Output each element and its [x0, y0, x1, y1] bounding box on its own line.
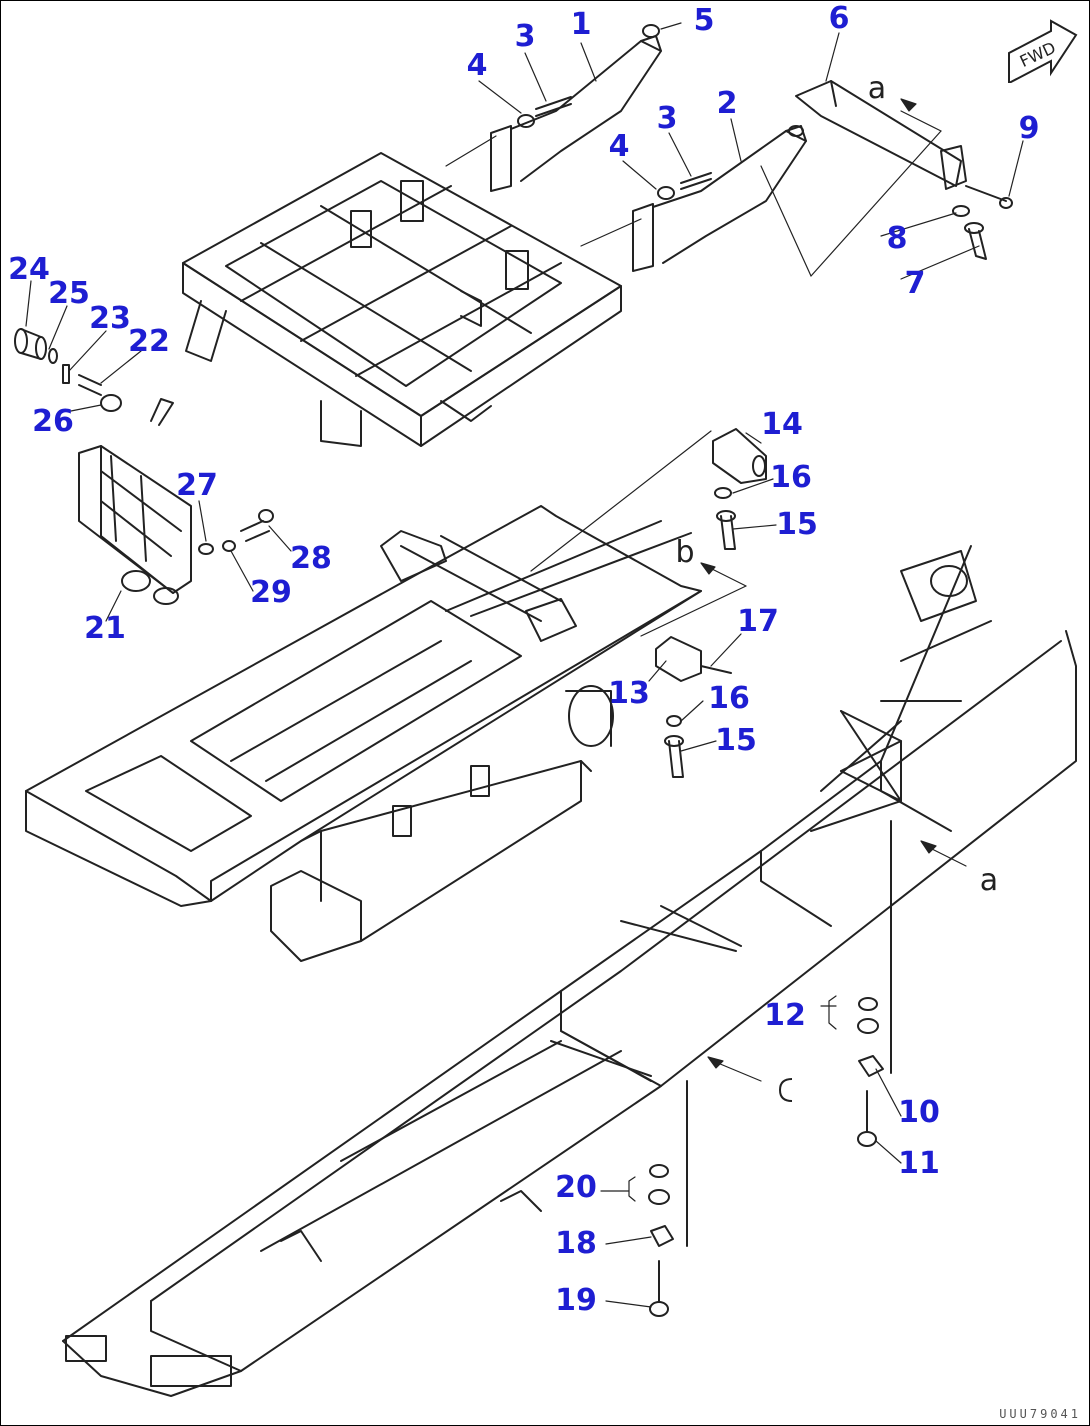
leader-lines: [25, 22, 1024, 1308]
callout-24: 24: [8, 252, 50, 287]
callout-9: 9: [1018, 111, 1040, 146]
callout-20: 20: [555, 1170, 597, 1205]
callout-11: 11: [898, 1146, 940, 1181]
upper-subframe: [182, 152, 622, 447]
callout-3: 3: [514, 19, 536, 54]
callout-29: 29: [250, 575, 292, 610]
callout-5: 5: [693, 3, 715, 38]
bracket-1: [490, 24, 662, 192]
callout-23: 23: [89, 301, 131, 336]
callout-13: 13: [608, 676, 650, 711]
callout-14: 14: [761, 407, 803, 442]
callout-26: 26: [32, 404, 74, 439]
bolt-stack-left: [648, 1080, 688, 1317]
callout-25: 25: [48, 276, 90, 311]
frame-21: [78, 445, 274, 605]
mount-13-14: [655, 428, 767, 778]
callout-3: 3: [656, 101, 678, 136]
callout-16: 16: [708, 681, 750, 716]
callout-6: 6: [828, 1, 850, 36]
callout-8: 8: [886, 221, 908, 256]
callout-4: 4: [608, 129, 630, 164]
callout-7: 7: [904, 266, 926, 301]
bracket-2: [632, 125, 807, 272]
view-ref-a-top: a: [867, 71, 887, 106]
ref-arrows: [530, 98, 967, 1082]
view-ref-b: b: [675, 535, 695, 570]
callout-27: 27: [176, 468, 218, 503]
callout-15: 15: [715, 723, 757, 758]
callout-18: 18: [555, 1226, 597, 1261]
callout-16: 16: [770, 460, 812, 495]
beam-6: [795, 80, 1013, 260]
callout-21: 21: [84, 611, 126, 646]
callout-2: 2: [716, 86, 738, 121]
callout-10: 10: [898, 1095, 940, 1130]
fwd-arrow-icon: FWD: [1001, 13, 1081, 85]
bolt-stack-right: [857, 820, 892, 1147]
chassis-frame: [62, 545, 1077, 1397]
view-ref-b-side: [776, 1075, 796, 1111]
main-frame: [25, 505, 702, 962]
callout-17: 17: [737, 604, 779, 639]
callout-1: 1: [570, 7, 592, 42]
callout-28: 28: [290, 541, 332, 576]
callout-22: 22: [128, 324, 170, 359]
callout-12: 12: [764, 998, 806, 1033]
drawing-code: UUU79041: [999, 1407, 1081, 1421]
callout-15: 15: [776, 507, 818, 542]
pin-parts-22-26: [14, 328, 174, 426]
view-ref-a-side: a: [979, 863, 999, 898]
callout-4: 4: [466, 48, 488, 83]
callout-19: 19: [555, 1283, 597, 1318]
